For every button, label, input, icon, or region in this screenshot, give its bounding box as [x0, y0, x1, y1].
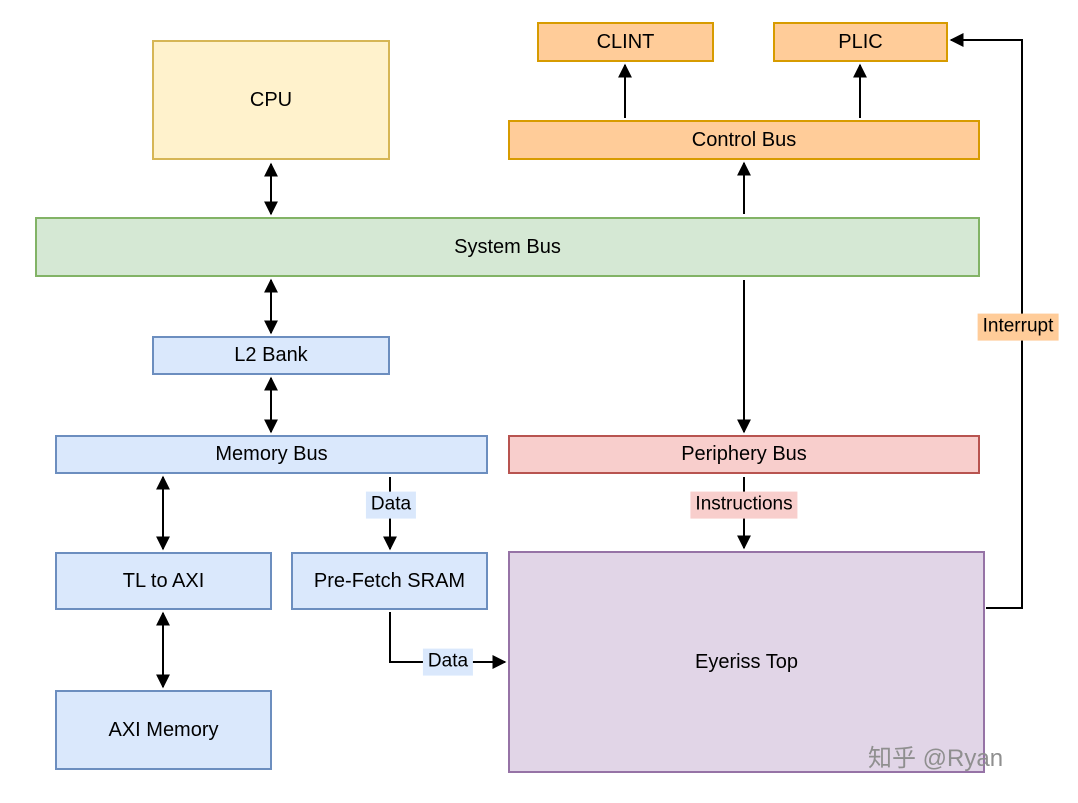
node-clint: CLINT — [537, 22, 714, 62]
edge-label-data-bottom: Data — [422, 648, 474, 676]
node-plic: PLIC — [773, 22, 948, 62]
edge-label-data-top: Data — [365, 491, 417, 519]
node-pre-fetch-sram: Pre-Fetch SRAM — [291, 552, 488, 610]
node-eyeriss-top: Eyeriss Top — [508, 551, 985, 773]
node-system-bus: System Bus — [35, 217, 980, 277]
edge-label-interrupt: Interrupt — [977, 313, 1059, 341]
node-axi-memory: AXI Memory — [55, 690, 272, 770]
node-control-bus: Control Bus — [508, 120, 980, 160]
node-tl-to-axi: TL to AXI — [55, 552, 272, 610]
edge-label-instructions: Instructions — [690, 491, 798, 519]
node-periphery-bus: Periphery Bus — [508, 435, 980, 474]
node-l2-bank: L2 Bank — [152, 336, 390, 375]
node-memory-bus: Memory Bus — [55, 435, 488, 474]
watermark: 知乎 @Ryan — [868, 745, 1004, 772]
node-cpu: CPU — [152, 40, 390, 160]
